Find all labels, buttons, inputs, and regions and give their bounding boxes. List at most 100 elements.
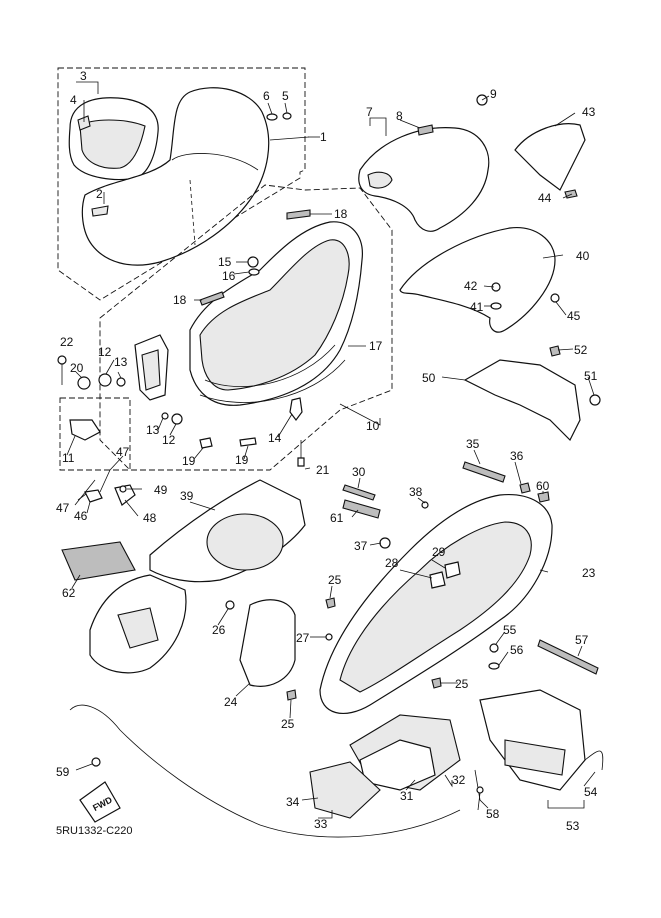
seat-group-outline bbox=[57, 67, 306, 301]
washer-13a bbox=[116, 377, 126, 387]
seat-assembly bbox=[57, 67, 306, 301]
callout-61: 61 bbox=[330, 511, 344, 525]
callout-labels: 1 2 3 4 5 6 7 8 9 10 11 12 12 13 13 14 1… bbox=[56, 69, 598, 833]
leader-lines bbox=[66, 81, 596, 819]
bolt-37 bbox=[379, 537, 391, 549]
callout-24: 24 bbox=[224, 695, 238, 709]
callout-19a: 19 bbox=[182, 454, 196, 468]
washer-6 bbox=[266, 113, 278, 121]
screw-45 bbox=[550, 293, 560, 303]
washer-13b bbox=[161, 412, 169, 420]
fwd-arrow: FWD bbox=[79, 781, 121, 823]
callout-12b: 12 bbox=[162, 433, 176, 447]
callout-47b: 47 bbox=[56, 501, 70, 515]
callout-29: 29 bbox=[432, 545, 446, 559]
callout-47a: 47 bbox=[116, 445, 130, 459]
clip-19a bbox=[199, 437, 213, 449]
bolt-12b bbox=[171, 413, 183, 425]
callout-1: 1 bbox=[320, 130, 327, 144]
callout-45: 45 bbox=[567, 309, 581, 323]
emblem-8 bbox=[417, 124, 434, 136]
connector-28 bbox=[429, 571, 446, 589]
callout-22: 22 bbox=[60, 335, 74, 349]
callout-7: 7 bbox=[366, 105, 373, 119]
callout-20: 20 bbox=[70, 361, 84, 375]
sheet-62 bbox=[61, 541, 136, 581]
callout-6: 6 bbox=[263, 89, 270, 103]
box-rim-line bbox=[204, 344, 336, 387]
callout-9: 9 bbox=[490, 87, 497, 101]
clip-60 bbox=[537, 491, 550, 503]
under-body-assembly bbox=[69, 461, 604, 838]
callout-49: 49 bbox=[154, 483, 168, 497]
callout-21: 21 bbox=[316, 463, 330, 477]
connector-29 bbox=[444, 561, 461, 579]
callout-11: 11 bbox=[62, 451, 75, 465]
callout-3: 3 bbox=[80, 69, 87, 83]
bolt-12a bbox=[98, 373, 112, 387]
callout-23: 23 bbox=[582, 566, 596, 580]
callout-18a: 18 bbox=[334, 207, 348, 221]
bolt-55 bbox=[489, 643, 499, 653]
callout-52: 52 bbox=[574, 343, 588, 357]
callout-46: 46 bbox=[74, 509, 88, 523]
diagram-code: 5RU1332-C220 bbox=[56, 825, 132, 837]
screw-15 bbox=[247, 256, 259, 268]
harness-53 bbox=[504, 739, 566, 776]
callout-14: 14 bbox=[268, 431, 282, 445]
callout-59: 59 bbox=[56, 765, 70, 779]
callout-27: 27 bbox=[296, 631, 310, 645]
callout-13a: 13 bbox=[114, 355, 128, 369]
clip-25c bbox=[431, 677, 442, 689]
washer-16 bbox=[248, 268, 260, 276]
storage-box-assembly bbox=[99, 184, 393, 471]
washer-5 bbox=[282, 112, 292, 120]
callout-57: 57 bbox=[575, 633, 589, 647]
washer-41 bbox=[490, 302, 502, 310]
backrest-badge bbox=[77, 115, 91, 131]
callout-58: 58 bbox=[486, 807, 500, 821]
cylinder-20 bbox=[77, 376, 91, 390]
callout-15: 15 bbox=[218, 255, 232, 269]
callout-50: 50 bbox=[422, 371, 436, 385]
callout-41: 41 bbox=[470, 300, 484, 314]
callout-4: 4 bbox=[70, 93, 77, 107]
callout-36: 36 bbox=[510, 449, 524, 463]
callout-25b: 25 bbox=[281, 717, 295, 731]
callout-38: 38 bbox=[409, 485, 423, 499]
callout-8: 8 bbox=[396, 109, 403, 123]
screw-22 bbox=[57, 355, 67, 365]
callout-17: 17 bbox=[369, 339, 383, 353]
inner-panel-24 bbox=[239, 599, 296, 687]
fitting-58 bbox=[476, 786, 484, 794]
clip-38 bbox=[421, 501, 429, 509]
callout-19b: 19 bbox=[235, 453, 249, 467]
storage-box-inner bbox=[199, 239, 350, 391]
screw-26 bbox=[225, 600, 235, 610]
rear-cowl-assembly bbox=[358, 94, 601, 442]
hose-59 bbox=[69, 704, 461, 838]
rear-cowl-40 bbox=[399, 227, 556, 333]
callout-51: 51 bbox=[584, 369, 598, 383]
callout-55: 55 bbox=[503, 623, 517, 637]
seat-badge bbox=[91, 205, 109, 217]
callout-44: 44 bbox=[538, 191, 552, 205]
callout-28: 28 bbox=[385, 556, 399, 570]
backrest-cover bbox=[79, 119, 146, 169]
callout-26: 26 bbox=[212, 623, 226, 637]
mat-34 bbox=[309, 761, 381, 819]
callout-33: 33 bbox=[314, 817, 328, 831]
cable-tie-57 bbox=[537, 639, 599, 675]
bolt-51 bbox=[589, 394, 601, 406]
callout-54: 54 bbox=[584, 785, 598, 799]
clip-46 bbox=[84, 489, 103, 503]
washer-56 bbox=[488, 662, 500, 670]
callout-12a: 12 bbox=[98, 345, 112, 359]
callout-25c: 25 bbox=[455, 677, 469, 691]
callout-25a: 25 bbox=[328, 573, 342, 587]
callout-31: 31 bbox=[400, 789, 414, 803]
battery-area bbox=[479, 689, 586, 791]
callout-39: 39 bbox=[180, 489, 194, 503]
clip-25b bbox=[286, 689, 297, 701]
